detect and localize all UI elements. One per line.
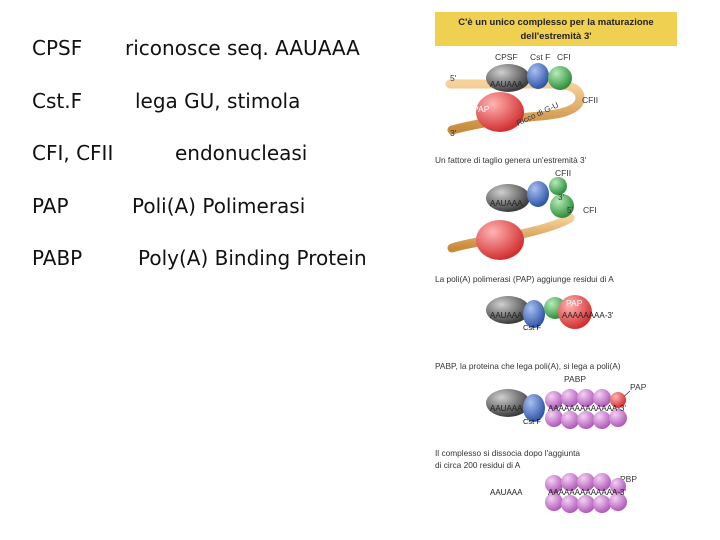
step5-caption-line1: Il complesso si dissocia dopo l'aggiunta: [435, 448, 580, 458]
step4-tail: AAAAAAAAAAAAA-3': [548, 404, 626, 413]
term-pap: PAP: [32, 194, 69, 218]
desc-cstf: lega GU, stimola: [135, 89, 301, 113]
step5-tail: AAAAAAAAAAAAA-3': [548, 488, 626, 497]
step2-cfi-ball: [550, 194, 574, 218]
step4-cpsf-ball: [486, 389, 530, 417]
step1-cfi-ball: [548, 66, 572, 90]
step3-pap-ball: [558, 295, 592, 329]
step1-aauaaa: AAUAAA: [490, 80, 523, 89]
desc-pabp: Poly(A) Binding Protein: [138, 246, 367, 270]
step2-aauaaa: AAUAAA: [490, 199, 523, 208]
step3-cstf-ball: [523, 300, 545, 328]
step3-caption: La poli(A) polimerasi (PAP) aggiunge res…: [435, 274, 614, 284]
step3-cpsf-ball: [486, 296, 530, 324]
term-cpsf: CPSF: [32, 36, 83, 60]
step-4: PABP, la proteina che lega poli(A), si l…: [435, 361, 660, 429]
step-2: Un fattore di taglio genera un'estremità…: [435, 155, 597, 260]
step4-pap-label: PAP: [630, 382, 647, 392]
step4-aauaaa: AAUAAA: [490, 404, 523, 413]
step-5: Il complesso si dissocia dopo l'aggiunta…: [435, 448, 660, 513]
step4-cstf-label: Cst F: [523, 417, 541, 426]
step1-five-prime: 5': [450, 73, 457, 83]
step2-three-prime: 3': [558, 193, 564, 202]
step3-tail: AAAAAAAA-3': [562, 311, 614, 320]
step2-cfi-label: CFI: [583, 205, 597, 215]
desc-cfi-cfii: endonucleasi: [175, 141, 308, 165]
step2-five-prime: 5': [567, 206, 573, 215]
figure-title-box: [435, 12, 677, 46]
step1-cfi-label: CFI: [557, 52, 571, 62]
step5-caption-line2: di circa 200 residui di A: [435, 460, 521, 470]
figure-title-line2: dell'estremità 3': [520, 31, 591, 42]
step5-aauaaa: AAUAAA: [490, 488, 523, 497]
step1-cfii-label: CFII: [582, 95, 598, 105]
term-cstf: Cst.F: [32, 89, 83, 113]
step1-cpsf-label: CPSF: [495, 52, 518, 62]
step1-cpsf-ball: [486, 64, 530, 92]
step2-pap-ball: [476, 220, 524, 260]
step2-cstf-ball: [527, 181, 549, 207]
step1-cstf-label: Cst F: [530, 52, 550, 62]
step2-caption: Un fattore di taglio genera un'estremità…: [435, 155, 587, 165]
step1-pap-ball: [476, 92, 524, 132]
step-3: La poli(A) polimerasi (PAP) aggiunge res…: [435, 274, 635, 332]
step4-pabp-cluster: [545, 389, 627, 429]
polyadenylation-figure: C'è un unico complesso per la maturazion…: [435, 12, 677, 513]
step5-pbp-label: PBP: [620, 474, 637, 484]
step1-cstf-ball: [527, 63, 549, 89]
step4-caption: PABP, la proteina che lega poli(A), si l…: [435, 361, 621, 371]
step1-pap-label: PAP: [473, 104, 490, 114]
step2-cfii-ball: [549, 177, 567, 195]
step3-aauaaa: AAUAAA: [490, 311, 523, 320]
step3-pap-label: PAP: [566, 298, 583, 308]
figure-title-line1: C'è un unico complesso per la maturazion…: [458, 17, 653, 28]
step2-cpsf-ball: [486, 184, 530, 212]
step-1: CPSF Cst F CFI 5' AAUAAA CFII PAP Ricco …: [445, 52, 598, 138]
step4-cstf-ball: [523, 394, 545, 422]
step3-cstf-label: Cst F: [523, 323, 541, 332]
desc-pap: Poli(A) Polimerasi: [132, 194, 306, 218]
step5-pabp-cluster: [545, 473, 627, 513]
step2-cfii-label: CFII: [555, 168, 571, 178]
term-pabp: PABP: [32, 246, 83, 270]
desc-cpsf: riconosce seq. AAUAAA: [125, 36, 360, 60]
step1-three-prime: 3': [450, 128, 457, 138]
term-cfi-cfii: CFI, CFII: [32, 141, 114, 165]
step4-pabp-label: PABP: [564, 374, 586, 384]
